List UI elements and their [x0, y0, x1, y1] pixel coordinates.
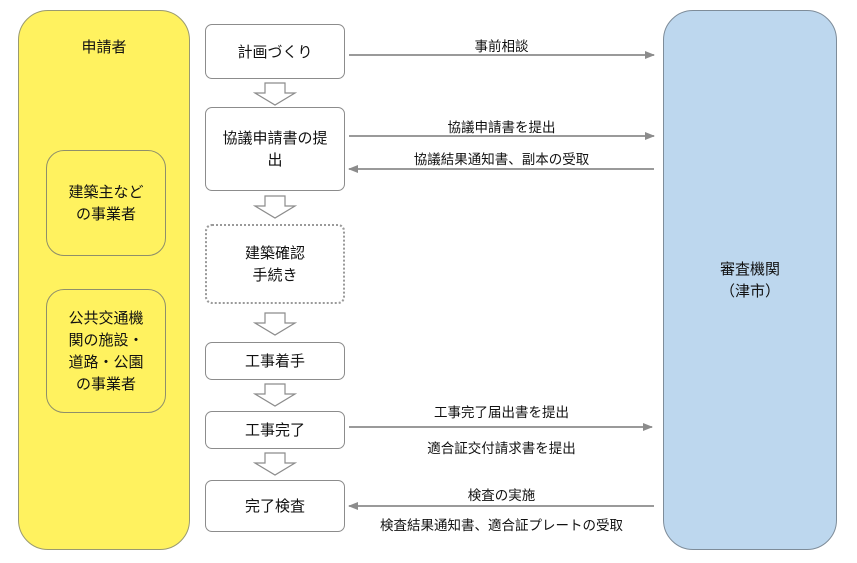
applicant-column [18, 10, 190, 550]
label-submit-completion-notice: 工事完了届出書を提出 [434, 405, 569, 421]
label-receive-inspection-result: 検査結果通知書、適合証プレートの受取 [380, 518, 623, 534]
step-building-confirmation: 建築確認 手続き [205, 224, 345, 304]
label-submit-compliance-request: 適合証交付請求書を提出 [427, 441, 576, 457]
down-arrow-icon [253, 312, 297, 336]
step-inspection: 完了検査 [205, 480, 345, 532]
step-start-work: 工事着手 [205, 342, 345, 380]
down-arrow-icon [253, 383, 297, 407]
step-submit-consultation: 協議申請書の提 出 [205, 107, 345, 191]
label-submit-application: 協議申請書を提出 [447, 120, 556, 136]
transit-facility-operator-box: 公共交通機 関の施設・ 道路・公園 の事業者 [46, 289, 166, 413]
building-owner-box: 建築主など の事業者 [46, 150, 166, 256]
step-plan: 計画づくり [205, 24, 345, 79]
review-authority-column: 審査機関 （津市） [663, 10, 837, 550]
applicant-title: 申請者 [81, 38, 127, 56]
down-arrow-icon [253, 452, 297, 476]
down-arrow-icon [253, 195, 297, 219]
down-arrow-icon [253, 82, 297, 106]
step-complete-work: 工事完了 [205, 411, 345, 449]
label-prior-consultation: 事前相談 [474, 39, 529, 55]
label-receive-result: 協議結果通知書、副本の受取 [413, 152, 590, 168]
label-inspection-conducted: 検査の実施 [467, 488, 536, 504]
